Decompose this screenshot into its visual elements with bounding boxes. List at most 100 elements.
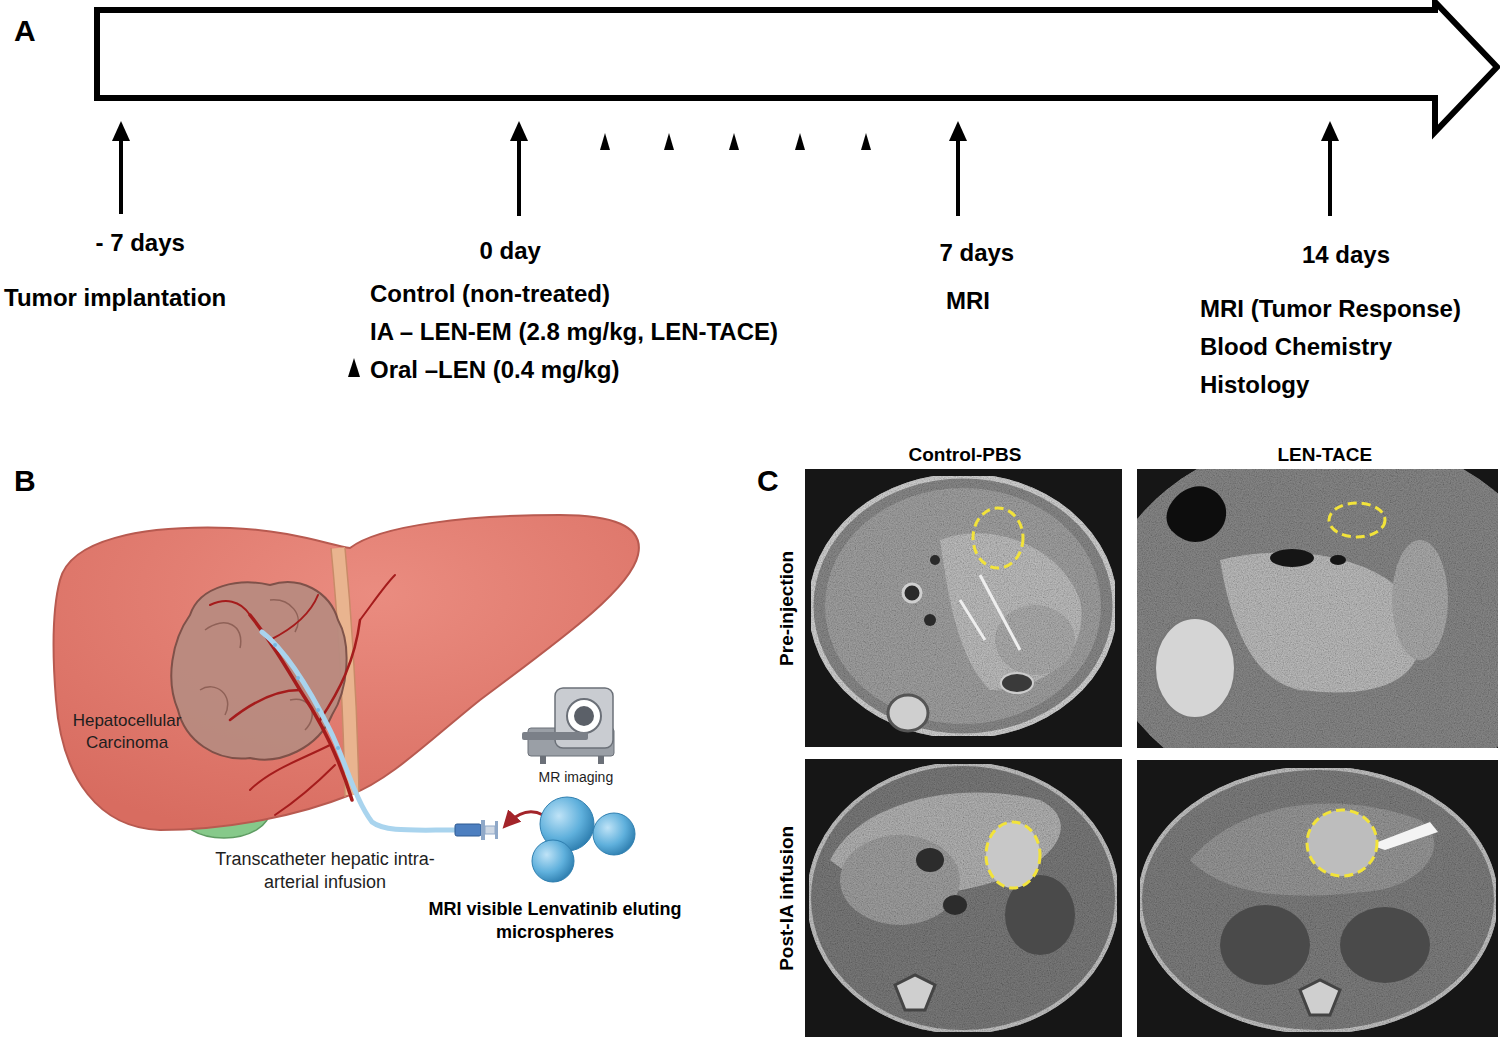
timeline-event: Tumor implantation xyxy=(4,282,226,313)
hepatic-artery-part xyxy=(275,765,335,815)
mri-image-part-part xyxy=(1137,469,1498,748)
mri-image-part-part xyxy=(1190,804,1434,896)
oral-dose-marker-part xyxy=(795,133,805,150)
hepatic-artery-part xyxy=(250,615,352,800)
timeline-day: - 7 days xyxy=(96,227,185,258)
mri-image-part xyxy=(809,764,1117,1032)
mri-image-part-part xyxy=(1220,553,1421,693)
mri-image-part xyxy=(811,476,1115,736)
tumor-part xyxy=(171,582,346,759)
mri-image xyxy=(1137,760,1498,1037)
mri-image-part-part xyxy=(809,764,1117,1032)
hepatic-artery xyxy=(210,575,395,815)
mri-image-part xyxy=(943,895,967,915)
time-point-arrow xyxy=(112,121,1339,216)
syringe-part xyxy=(481,820,485,840)
group-label: Oral –LEN (0.4 mg/kg) xyxy=(370,354,619,385)
anatomy-label: Hepatocellular Carcinoma xyxy=(61,710,193,754)
hepatic-artery-part xyxy=(210,601,250,615)
time-point-arrow-part xyxy=(1321,121,1339,141)
mri-image-part xyxy=(1140,768,1496,1032)
panel-letter: C xyxy=(757,461,779,500)
timeline-day: 0 day xyxy=(480,235,541,266)
catheter-part-part xyxy=(316,708,320,712)
mri-image-part xyxy=(1137,760,1498,1037)
time-point-arrow-part xyxy=(510,121,528,141)
syringe-part xyxy=(485,826,495,834)
timeline-event: Blood Chemistry xyxy=(1200,331,1392,362)
mri-image-part xyxy=(1307,810,1377,876)
mri-image-part xyxy=(1155,618,1235,718)
mri-image-part xyxy=(973,508,1023,568)
mri-image-part xyxy=(960,575,1020,650)
oral-dose-marker-part xyxy=(861,133,871,150)
hepatic-artery-part xyxy=(230,690,300,720)
timeline-event: Histology xyxy=(1200,369,1309,400)
timeline-day: 7 days xyxy=(940,237,1015,268)
oral-dose-marker-part xyxy=(729,133,739,150)
mri-image-part xyxy=(986,822,1040,888)
mri-image xyxy=(1137,469,1498,748)
mri-image-part-part xyxy=(825,488,1101,724)
hepatic-artery-part xyxy=(360,575,395,620)
column-header: LEN-TACE xyxy=(1278,443,1373,468)
mri-image-part-part xyxy=(811,476,1115,736)
mri-image-part xyxy=(1329,503,1385,537)
mri-image-part xyxy=(805,469,1122,747)
time-point-arrow-part xyxy=(949,121,967,141)
mri-image-part xyxy=(888,695,928,731)
catheter-part-part xyxy=(296,676,300,680)
row-header: Post-IA infusion xyxy=(775,825,800,970)
mri-scanner-icon xyxy=(522,688,614,764)
mri-image xyxy=(805,469,1122,747)
catheter-part-part xyxy=(336,746,340,750)
mri-image-part-part xyxy=(940,533,1082,690)
syringe xyxy=(455,820,498,840)
hepatic-artery-part xyxy=(320,620,360,720)
time-point-arrow-part xyxy=(1328,136,1332,216)
mri-image-part xyxy=(1220,905,1310,985)
column-header: Control-PBS xyxy=(909,443,1022,468)
oral-dose-marker-part xyxy=(664,133,674,150)
mri-image-part-part xyxy=(840,835,960,925)
panel-letter: B xyxy=(14,461,36,500)
timeline-event: MRI xyxy=(946,285,990,316)
mri-image-part xyxy=(903,584,921,602)
mri-image-part xyxy=(924,614,936,626)
mri-scanner-icon-part xyxy=(574,706,594,726)
mri-image-part xyxy=(916,848,944,872)
oral-dose-marker xyxy=(348,133,871,377)
mri-image-part xyxy=(1270,549,1314,567)
mri-image-part xyxy=(895,975,935,1010)
mri-scanner-icon-part xyxy=(522,732,588,740)
delivery-arrow-part xyxy=(505,812,543,826)
mri-image-part-part xyxy=(995,605,1075,675)
catheter-part-part xyxy=(273,643,277,647)
tumor xyxy=(171,582,346,759)
mri-image-part xyxy=(1370,822,1438,850)
group-label: IA – LEN-EM (2.8 mg/kg, LEN-TACE) xyxy=(370,316,778,347)
mri-image-part xyxy=(1137,469,1498,748)
mri-scanner-icon-part xyxy=(598,756,604,764)
microspheres-part xyxy=(593,813,635,855)
panel-letter: A xyxy=(14,11,36,50)
oral-dose-marker-part xyxy=(348,358,360,377)
time-point-arrow-part xyxy=(112,121,130,141)
procedure-label: Transcatheter hepatic intra-arterial inf… xyxy=(210,848,440,895)
group-label: Control (non-treated) xyxy=(370,278,610,309)
tumor-part xyxy=(200,600,312,730)
delivery-arrow xyxy=(505,812,543,826)
time-point-arrow-part xyxy=(517,136,521,216)
catheter xyxy=(262,632,455,830)
liver xyxy=(53,515,639,830)
mri-image-part xyxy=(805,759,1122,1037)
mri-image-part-part xyxy=(1140,768,1496,1032)
timeline-day: 14 days xyxy=(1302,239,1390,270)
syringe-part xyxy=(495,821,498,839)
catheter-part xyxy=(273,643,340,750)
mri-image xyxy=(805,759,1122,1037)
mri-image-part xyxy=(1001,673,1033,693)
oral-dose-marker-part xyxy=(600,133,610,150)
